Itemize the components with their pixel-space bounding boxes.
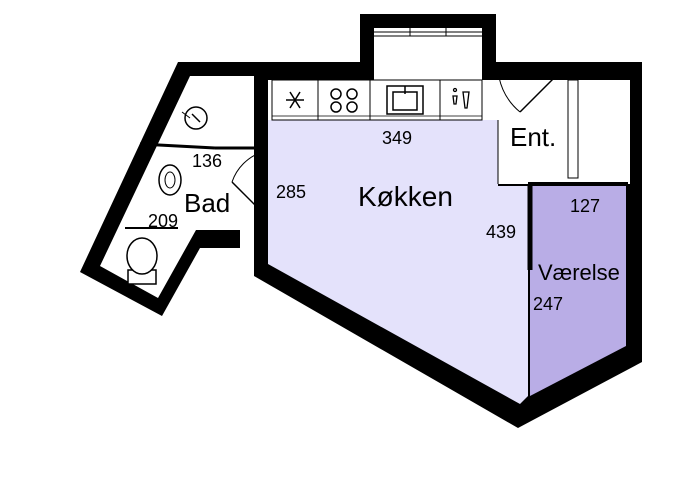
kitchen-depth-dimension: 439: [486, 222, 516, 242]
bathroom-door-swing: [231, 151, 263, 183]
entrance-floor: [498, 80, 630, 184]
main-area: [231, 14, 642, 428]
fridge-freezer-icon: [286, 91, 304, 109]
entrance-door: [519, 63, 569, 113]
bathroom-depth-dimension: 209: [148, 211, 178, 231]
bathroom-partition: [139, 142, 216, 150]
toilet-icon: [126, 237, 158, 285]
kitchen-side-dimension: 285: [276, 182, 306, 202]
kitchen-label: Køkken: [358, 181, 453, 212]
kitchen-counter: [271, 79, 483, 121]
bathroom-label: Bad: [184, 188, 230, 218]
room-label: Værelse: [538, 260, 620, 285]
sink-icon: [386, 85, 424, 115]
washbasin-icon: [158, 164, 182, 196]
cooktop-icon: [330, 88, 358, 113]
entrance-door-swing: [497, 61, 521, 113]
shower-icon: [181, 106, 208, 130]
room-depth-dimension: 247: [533, 294, 563, 314]
room-floor: [530, 186, 626, 396]
entrance-label: Ent.: [510, 122, 556, 152]
kitchen-width-dimension: 349: [382, 128, 412, 148]
bathroom-width-dimension: 136: [192, 151, 222, 171]
window-bay: [374, 28, 482, 80]
dishwasher-icon: [452, 87, 470, 109]
room-width-dimension: 127: [570, 196, 600, 216]
bathroom-door: [231, 181, 267, 217]
entrance-closet: [567, 79, 579, 179]
kitchen-floor: [268, 120, 528, 404]
